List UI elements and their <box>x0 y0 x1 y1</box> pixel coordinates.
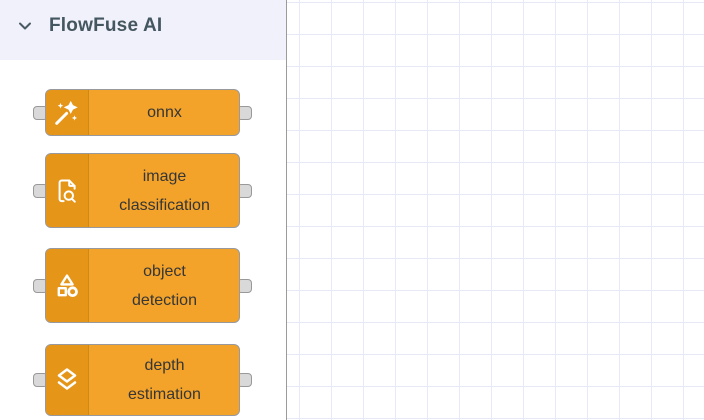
node-icon-region <box>46 345 89 415</box>
node-body: depth estimation <box>45 344 240 416</box>
palette-node-object-detection[interactable]: object detection <box>33 248 252 323</box>
palette-node-depth-estimation[interactable]: depth estimation <box>33 344 252 416</box>
node-palette: FlowFuse AI onnx <box>0 0 286 420</box>
wand-sparkles-icon <box>55 100 78 125</box>
node-label-line: depth <box>144 357 185 374</box>
palette-node-onnx[interactable]: onnx <box>33 89 252 136</box>
node-label: object detection <box>90 249 239 322</box>
node-icon-region <box>46 154 89 227</box>
palette-node-image-classification[interactable]: image classification <box>33 153 252 228</box>
node-label-line: detection <box>132 291 197 309</box>
chevron-down-icon[interactable] <box>18 21 32 31</box>
node-icon-region <box>46 90 89 135</box>
node-label-line: onnx <box>147 104 182 121</box>
node-label: depth estimation <box>90 345 239 415</box>
layers-icon <box>57 368 77 390</box>
palette-category-label: FlowFuse AI <box>49 14 163 36</box>
node-body: onnx <box>45 89 240 136</box>
file-search-icon <box>58 179 76 203</box>
node-label: onnx <box>90 90 239 135</box>
node-icon-region <box>46 249 89 322</box>
node-label-line: estimation <box>128 386 201 403</box>
node-body: object detection <box>45 248 240 323</box>
node-body: image classification <box>45 153 240 228</box>
node-label-line: object <box>143 262 186 280</box>
node-label-line: classification <box>119 196 210 214</box>
flow-canvas[interactable] <box>286 0 704 420</box>
shapes-icon <box>57 273 78 297</box>
node-label-line: image <box>142 167 187 185</box>
palette-category-header[interactable]: FlowFuse AI <box>0 0 286 60</box>
node-label: image classification <box>90 154 239 227</box>
